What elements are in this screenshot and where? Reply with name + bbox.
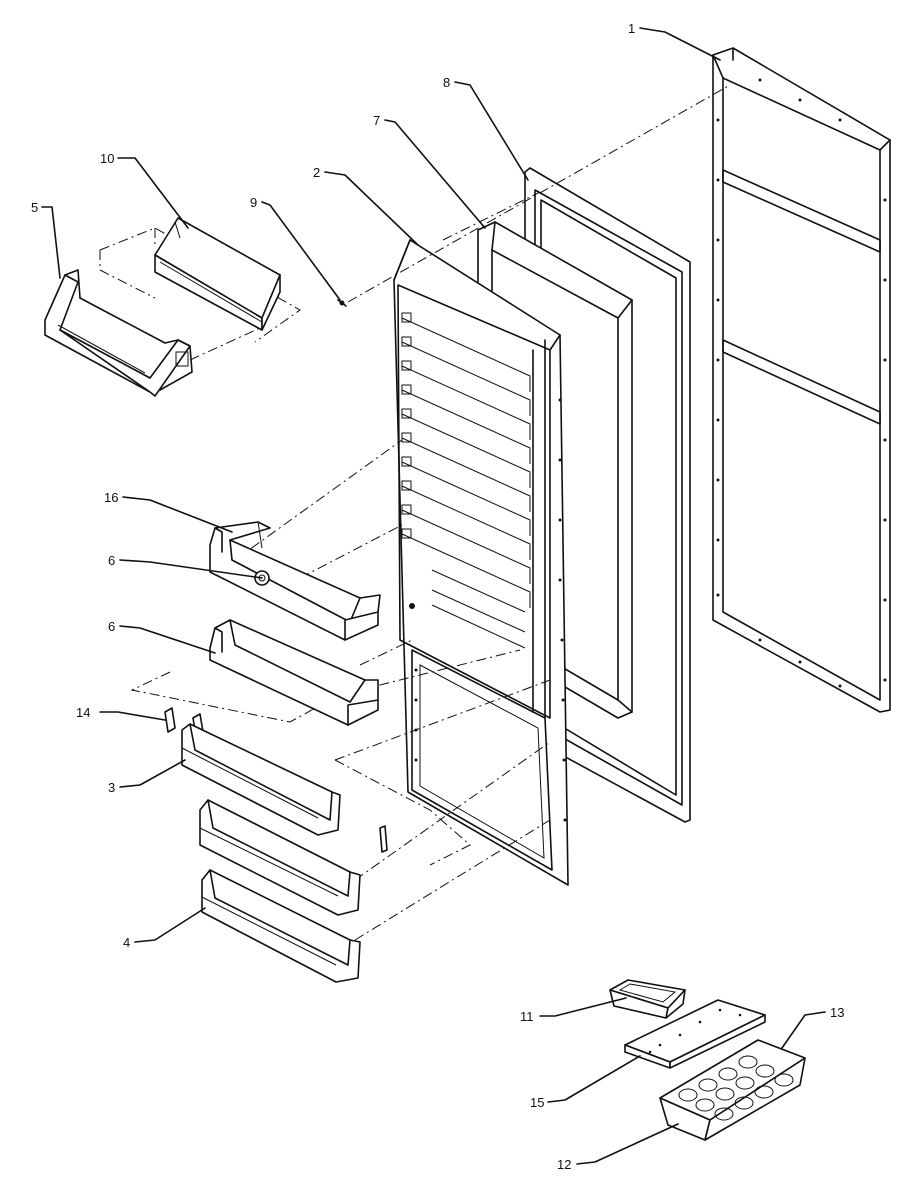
callout-4: 4 bbox=[123, 935, 130, 950]
liner-screws bbox=[414, 398, 567, 822]
ice-bucket bbox=[659, 1039, 806, 1141]
callout-7: 7 bbox=[373, 113, 380, 128]
callout-2: 2 bbox=[313, 165, 320, 180]
dairy-door-cover bbox=[154, 217, 281, 331]
screw bbox=[337, 299, 347, 307]
callout-14: 14 bbox=[76, 705, 90, 720]
callout-labels: 1 8 7 2 9 10 5 16 6 6 14 3 4 11 15 12 13 bbox=[31, 21, 844, 1172]
outer-door-panel bbox=[712, 47, 891, 713]
liner-shelf-ribs bbox=[401, 312, 531, 649]
egg-cups bbox=[678, 1055, 794, 1121]
lower-door-bin bbox=[209, 619, 379, 726]
callout-16: 16 bbox=[104, 490, 118, 505]
callout-6-lower: 6 bbox=[108, 619, 115, 634]
callout-12: 12 bbox=[557, 1157, 571, 1172]
callout-6-upper: 6 bbox=[108, 553, 115, 568]
callout-3: 3 bbox=[108, 780, 115, 795]
leader-lines bbox=[41, 27, 826, 1165]
callout-11: 11 bbox=[520, 1009, 534, 1024]
inner-door-liner bbox=[393, 239, 569, 886]
upper-door-bin bbox=[209, 521, 381, 641]
dairy-compartment bbox=[44, 269, 193, 397]
callout-9: 9 bbox=[250, 195, 257, 210]
callout-1: 1 bbox=[628, 21, 635, 36]
door-shelf bbox=[181, 723, 388, 916]
callout-5: 5 bbox=[31, 200, 38, 215]
callout-15: 15 bbox=[530, 1095, 544, 1110]
callout-13: 13 bbox=[830, 1005, 844, 1020]
bottom-door-shelf bbox=[201, 869, 361, 983]
assembly-lines bbox=[99, 84, 731, 941]
frame-screws bbox=[716, 78, 887, 688]
callout-10: 10 bbox=[100, 151, 114, 166]
ice-shelf-cover bbox=[624, 999, 766, 1069]
callout-8: 8 bbox=[443, 75, 450, 90]
